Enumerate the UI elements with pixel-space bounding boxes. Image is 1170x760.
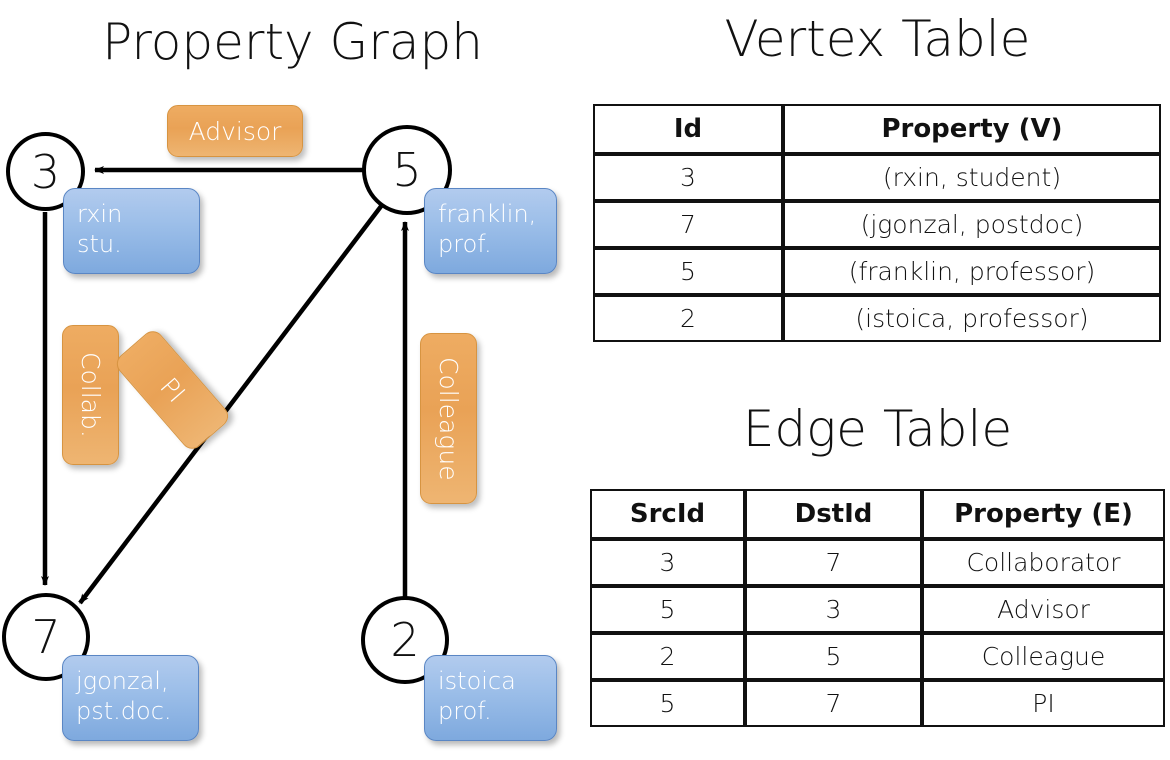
edge-table-header-property: Property (E) bbox=[922, 489, 1165, 539]
edge-cell-dstid: 7 bbox=[745, 539, 922, 586]
edge-cell-dstid: 5 bbox=[745, 633, 922, 680]
table-row[interactable]: 5 3 Advisor bbox=[590, 586, 1165, 633]
node-property-7-line2: pst.doc. bbox=[76, 697, 172, 725]
table-row[interactable]: 5 7 PI bbox=[590, 680, 1165, 727]
vertex-cell-id: 5 bbox=[593, 248, 783, 295]
edge-label-advisor: Advisor bbox=[167, 105, 303, 157]
edge-table: SrcId DstId Property (E) 3 7 Collaborato… bbox=[590, 489, 1165, 727]
edge-label-collab: Collab. bbox=[62, 325, 119, 465]
node-property-3-line2: stu. bbox=[77, 230, 122, 258]
vertex-table: Id Property (V) 3 (rxin, student) 7 (jgo… bbox=[593, 104, 1161, 342]
node-property-5-line2: prof. bbox=[438, 230, 492, 258]
vertex-cell-property: (franklin, professor) bbox=[783, 248, 1161, 295]
node-property-2-line2: prof. bbox=[438, 697, 492, 725]
edge-cell-srcid: 2 bbox=[590, 633, 745, 680]
edge-cell-srcid: 5 bbox=[590, 586, 745, 633]
graph-node-2[interactable]: 2 bbox=[361, 596, 449, 684]
table-row[interactable]: 2 5 Colleague bbox=[590, 633, 1165, 680]
table-row[interactable]: 2 (istoica, professor) bbox=[593, 295, 1161, 342]
node-property-5-line1: franklin, bbox=[438, 200, 537, 228]
edge-5-to-7 bbox=[78, 203, 384, 605]
vertex-cell-property: (rxin, student) bbox=[783, 154, 1161, 201]
node-property-2-line1: istoica bbox=[438, 667, 516, 695]
table-row[interactable]: 7 (jgonzal, postdoc) bbox=[593, 201, 1161, 248]
vertex-cell-id: 7 bbox=[593, 201, 783, 248]
table-row[interactable]: 3 (rxin, student) bbox=[593, 154, 1161, 201]
vertex-table-header-row: Id Property (V) bbox=[593, 104, 1161, 154]
node-property-3-line1: rxin bbox=[77, 200, 123, 228]
page-title-property-graph: Property Graph bbox=[102, 13, 483, 71]
edge-cell-property: Colleague bbox=[922, 633, 1165, 680]
edge-cell-srcid: 5 bbox=[590, 680, 745, 727]
edge-cell-property: Advisor bbox=[922, 586, 1165, 633]
edge-cell-dstid: 7 bbox=[745, 680, 922, 727]
node-property-7-line1: jgonzal, bbox=[76, 667, 169, 695]
node-property-box-7: jgonzal, pst.doc. bbox=[62, 655, 199, 741]
edge-cell-srcid: 3 bbox=[590, 539, 745, 586]
vertex-cell-id: 3 bbox=[593, 154, 783, 201]
edge-table-header-srcid: SrcId bbox=[590, 489, 745, 539]
edge-table-header-row: SrcId DstId Property (E) bbox=[590, 489, 1165, 539]
vertex-cell-property: (jgonzal, postdoc) bbox=[783, 201, 1161, 248]
edge-cell-property: Collaborator bbox=[922, 539, 1165, 586]
edge-cell-dstid: 3 bbox=[745, 586, 922, 633]
graph-node-5[interactable]: 5 bbox=[362, 125, 452, 215]
property-graph-diagram: 3 5 7 2 rxin stu. franklin, prof. jgonza… bbox=[2, 105, 557, 741]
node-property-box-3: rxin stu. bbox=[63, 188, 200, 274]
edge-table-header-dstid: DstId bbox=[745, 489, 922, 539]
vertex-table-header-id: Id bbox=[593, 104, 783, 154]
node-property-box-5: franklin, prof. bbox=[424, 188, 557, 274]
table-row[interactable]: 3 7 Collaborator bbox=[590, 539, 1165, 586]
page-title-vertex-table: Vertex Table bbox=[724, 10, 1031, 68]
graph-edge-lines bbox=[41, 166, 409, 605]
vertex-cell-property: (istoica, professor) bbox=[783, 295, 1161, 342]
edge-label-colleague: Colleague bbox=[420, 333, 477, 504]
node-property-box-2: istoica prof. bbox=[424, 655, 557, 741]
vertex-table-header-property: Property (V) bbox=[783, 104, 1161, 154]
table-row[interactable]: 5 (franklin, professor) bbox=[593, 248, 1161, 295]
edge-cell-property: PI bbox=[922, 680, 1165, 727]
vertex-cell-id: 2 bbox=[593, 295, 783, 342]
page-title-edge-table: Edge Table bbox=[742, 400, 1013, 458]
